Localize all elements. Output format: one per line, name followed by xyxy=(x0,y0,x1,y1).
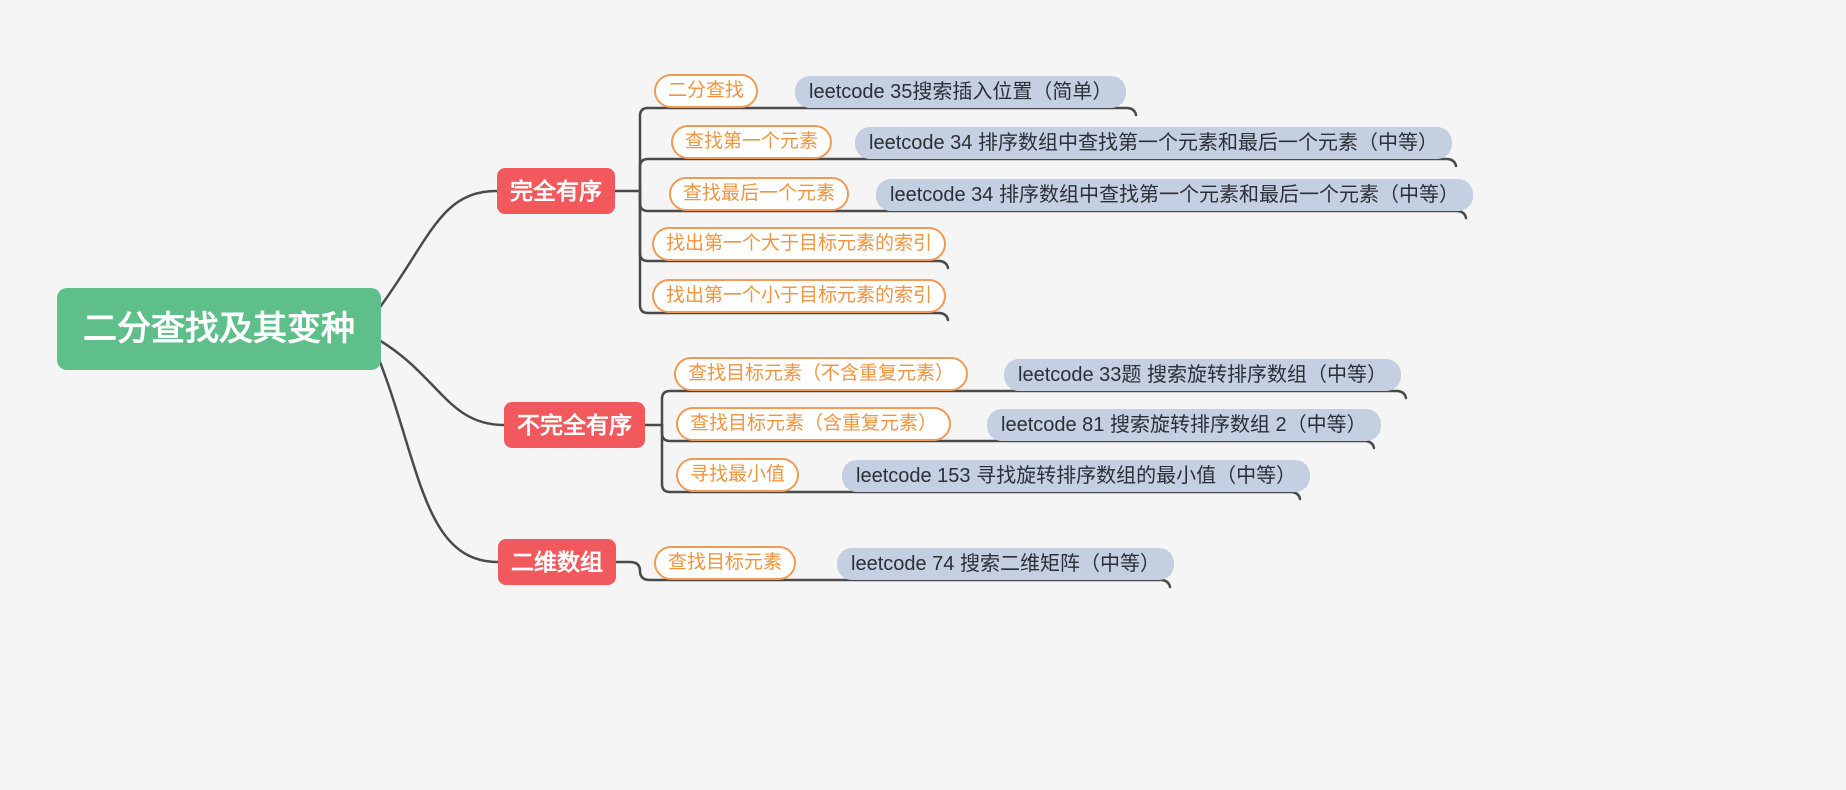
branch-node-partially-ordered[interactable]: 不完全有序 xyxy=(504,402,645,448)
topic-node[interactable]: 查找目标元素（含重复元素） xyxy=(676,407,952,441)
topic-node[interactable]: 寻找最小值 xyxy=(676,458,800,492)
leaf-node[interactable]: leetcode 34 排序数组中查找第一个元素和最后一个元素（中等） xyxy=(855,127,1452,159)
topic-node[interactable]: 查找最后一个元素 xyxy=(669,177,850,211)
leaf-node[interactable]: leetcode 35搜索插入位置（简单） xyxy=(795,76,1127,108)
topic-node[interactable]: 查找目标元素 xyxy=(654,546,797,580)
topic-node[interactable]: 查找目标元素（不含重复元素） xyxy=(674,357,969,391)
connector-path xyxy=(370,340,500,564)
root-node[interactable]: 二分查找及其变种 xyxy=(57,288,381,370)
connector-path xyxy=(598,560,1172,589)
leaf-node[interactable]: leetcode 74 搜索二维矩阵（中等） xyxy=(837,548,1174,580)
topic-node[interactable]: 二分查找 xyxy=(654,74,759,108)
topic-node[interactable]: 找出第一个大于目标元素的索引 xyxy=(652,227,947,261)
connector-path xyxy=(370,189,499,320)
leaf-node[interactable]: leetcode 81 搜索旋转排序数组 2（中等） xyxy=(987,409,1381,441)
topic-node[interactable]: 找出第一个小于目标元素的索引 xyxy=(652,279,947,313)
leaf-node[interactable]: leetcode 33题 搜索旋转排序数组（中等） xyxy=(1004,359,1401,391)
leaf-node[interactable]: leetcode 34 排序数组中查找第一个元素和最后一个元素（中等） xyxy=(876,179,1473,211)
connector-path xyxy=(638,106,1138,193)
connector-path xyxy=(370,334,506,427)
topic-node[interactable]: 查找第一个元素 xyxy=(671,125,833,159)
connector-path xyxy=(660,389,1408,427)
branch-node-2d-array[interactable]: 二维数组 xyxy=(498,539,616,585)
connector-path xyxy=(660,423,1302,501)
leaf-node[interactable]: leetcode 153 寻找旋转排序数组的最小值（中等） xyxy=(842,460,1311,492)
connector-path xyxy=(638,157,1458,193)
branch-node-fully-ordered[interactable]: 完全有序 xyxy=(497,168,615,214)
connector-path xyxy=(638,189,950,322)
